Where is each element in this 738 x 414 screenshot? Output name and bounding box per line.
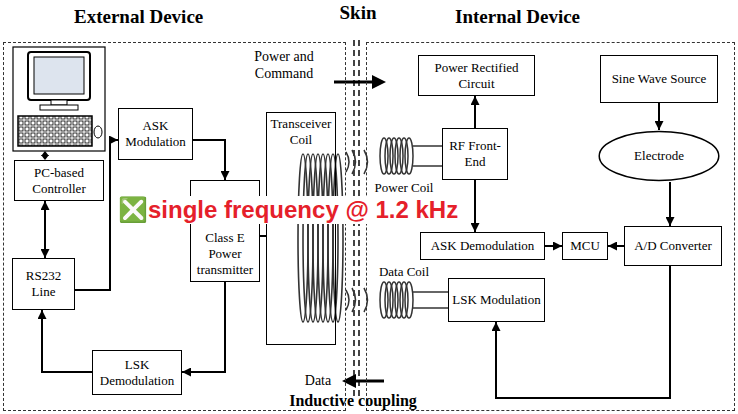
region-heading: Internal Device (455, 6, 580, 28)
flow-arrow (334, 75, 386, 388)
connector-arrow (658, 103, 660, 130)
node-text: Power Rectified Circuit (422, 60, 531, 92)
node-text: Transceiver Coil (270, 116, 332, 148)
node-text: PC-based Controller (18, 165, 100, 197)
process-box: ASK Demodulation (420, 232, 545, 260)
connector-arrow (474, 180, 476, 232)
region-heading: External Device (74, 6, 203, 28)
node-text: Electrode (601, 148, 717, 164)
connector-arrow (182, 282, 225, 372)
node-text: Class E Power transmitter (194, 230, 256, 278)
caption-label: Inductive coupling (258, 392, 448, 409)
connector-arrow (474, 96, 476, 128)
coil-label: Data Coil (368, 263, 440, 280)
process-box: Sine Wave Source (600, 55, 718, 103)
signal-label: Data (298, 372, 338, 389)
coupling-waves (346, 150, 368, 312)
process-box: ASK Modulation (118, 108, 193, 160)
data-coil (380, 282, 448, 318)
node-text: LSK Modulation (452, 292, 541, 308)
power-coil (380, 138, 442, 174)
pc-icon (13, 47, 105, 151)
region-label: Skin (334, 4, 382, 21)
connector-arrow (44, 201, 46, 258)
connector-arrow (608, 245, 624, 247)
process-box: RF Front-End (442, 128, 508, 180)
node-text: Sine Wave Source (604, 71, 714, 87)
process-box: PC-based Controller (14, 160, 104, 201)
node-text: MCU (566, 238, 604, 254)
process-box: LSK Demodulation (92, 350, 182, 395)
signal-label: Power and Command (238, 48, 330, 82)
connector-arrow (193, 140, 225, 180)
process-box: Power Rectified Circuit (418, 55, 535, 96)
process-box: MCU (562, 232, 608, 260)
electrode-ellipse: Electrode (598, 130, 720, 182)
node-text: RS232 Line (16, 268, 71, 300)
process-box: A/D Converter (624, 226, 722, 266)
pc-link (41, 151, 49, 160)
connector-arrow (545, 245, 562, 247)
connector-arrow (669, 182, 671, 226)
device-region: Internal DevicePower Rectified CircuitRF… (366, 42, 735, 411)
node-text: LSK Demodulation (96, 357, 178, 389)
connector-arrow (42, 310, 92, 372)
node-text: A/D Converter (628, 238, 718, 254)
process-box: LSK Modulation (448, 278, 545, 322)
node-text: RF Front-End (446, 138, 504, 170)
node-text: ASK Demodulation (424, 238, 541, 254)
coil-label: Power Coil (368, 179, 440, 196)
node-text: ASK Modulation (122, 118, 189, 150)
transceiver-coil-windings (298, 154, 343, 322)
process-box: RS232 Line (12, 258, 75, 310)
coil-box: Transceiver Coil (266, 112, 336, 345)
overlay-note: ❎single frequency @ 1.2 kHz (118, 196, 458, 224)
device-region: External DevicePC-based ControllerASK Mo… (3, 42, 346, 411)
